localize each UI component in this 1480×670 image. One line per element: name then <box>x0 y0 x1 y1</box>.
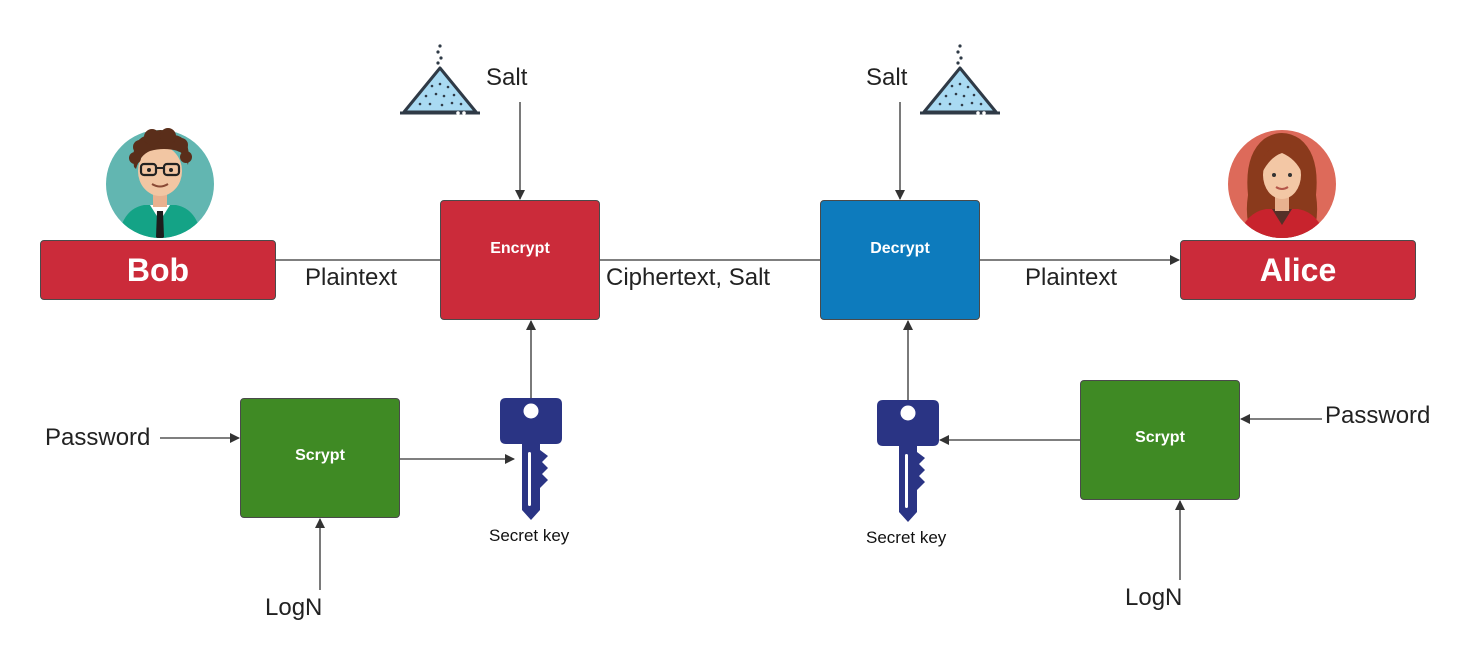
ciphertext-salt-label: Ciphertext, Salt <box>606 264 771 291</box>
salt-pile-icon <box>400 44 480 115</box>
logn-left-label: LogN <box>265 594 323 621</box>
man-avatar-icon <box>106 128 214 238</box>
decrypt-label: Decrypt <box>870 240 930 257</box>
key-icon <box>500 398 562 520</box>
scrypt-right-box: Scrypt <box>1080 380 1240 500</box>
scrypt-right-label: Scrypt <box>1135 429 1185 446</box>
password-left-label: Password <box>45 424 151 451</box>
salt-right-label: Salt <box>866 64 908 91</box>
salt-pile-icon <box>920 44 1000 115</box>
password-right-label: Password <box>1325 402 1431 429</box>
alice-label: Alice <box>1259 251 1337 288</box>
encrypt-box: Encrypt <box>440 200 600 320</box>
logn-right-label: LogN <box>1125 584 1183 611</box>
bob-box: Bob <box>40 240 276 300</box>
bob-label: Bob <box>126 251 190 288</box>
secret-key-right-caption: Secret key <box>866 528 947 547</box>
scrypt-left-label: Scrypt <box>295 447 345 464</box>
scrypt-left-box: Scrypt <box>240 398 400 518</box>
secret-key-left-caption: Secret key <box>489 526 570 545</box>
decrypt-box: Decrypt <box>820 200 980 320</box>
salt-left-label: Salt <box>486 64 528 91</box>
key-icon <box>877 400 939 522</box>
encrypt-label: Encrypt <box>490 240 550 257</box>
plaintext-left-label: Plaintext <box>305 264 398 291</box>
alice-box: Alice <box>1180 240 1416 300</box>
plaintext-right-label: Plaintext <box>1025 264 1118 291</box>
woman-avatar-icon <box>1228 130 1336 238</box>
